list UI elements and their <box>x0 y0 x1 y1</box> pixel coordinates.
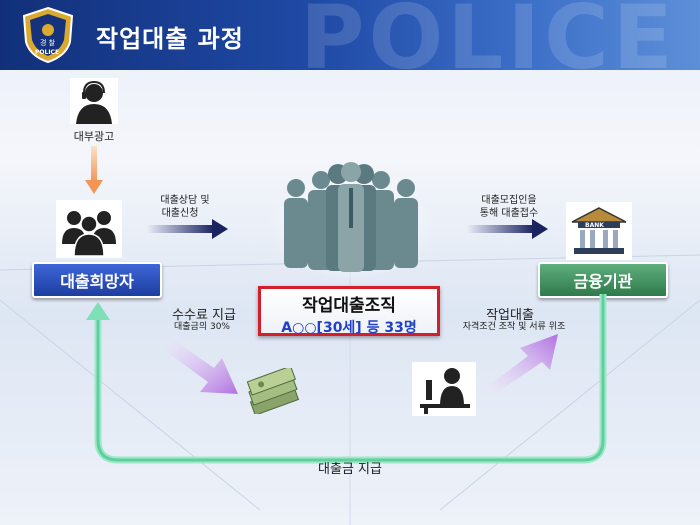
fee-text-2: 대출금의 30% <box>174 322 230 332</box>
payout-text: 대출금 지급 <box>318 462 382 477</box>
page-title: 작업대출 과정 <box>96 25 244 53</box>
consult-text-1: 대출상담 및 <box>160 195 210 206</box>
borrower-box: 대출희망자 <box>32 262 162 298</box>
header-bar: POLICE 경 찰 POLICE 작업대출 과정 <box>0 0 700 70</box>
organization-box: 작업대출조직 A○○[30세] 등 33명 <box>258 286 440 336</box>
work-arrow <box>488 334 558 396</box>
ad-to-borrower-arrow <box>85 146 103 194</box>
svg-text:BANK: BANK <box>585 222 604 229</box>
bank-box: 금융기관 <box>538 262 668 298</box>
ad-label: 대부광고 <box>73 130 115 143</box>
advertiser-icon <box>70 78 118 124</box>
organization-figures-icon <box>266 162 436 278</box>
consult-arrow <box>148 219 228 239</box>
recruit-text-2: 통해 대출접수 <box>479 208 539 219</box>
borrowers-group-icon <box>56 200 122 258</box>
bank-icon: BANK <box>566 202 632 260</box>
money-stack-icon <box>246 368 300 414</box>
fee-arrow <box>164 340 238 394</box>
organization-title: 작업대출조직 <box>302 296 396 316</box>
consult-text-2: 대출신청 <box>161 208 199 219</box>
borrower-label: 대출희망자 <box>60 272 134 291</box>
svg-text:경 찰: 경 찰 <box>40 38 56 47</box>
police-emblem-icon: 경 찰 POLICE <box>22 6 74 64</box>
bank-label: 금융기관 <box>573 272 633 291</box>
svg-text:POLICE: POLICE <box>35 49 59 56</box>
recruit-arrow <box>468 219 548 239</box>
recruit-text-1: 대출모집인을 <box>481 195 537 206</box>
forger-at-desk-icon <box>412 362 476 416</box>
police-watermark: POLICE <box>300 0 677 70</box>
organization-subtitle: A○○[30세] 등 33명 <box>281 320 417 336</box>
